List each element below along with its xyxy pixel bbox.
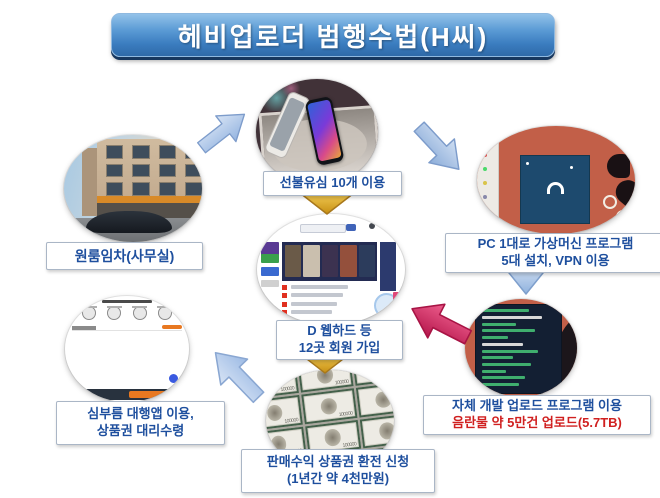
note-denomination: 100000 (389, 372, 394, 380)
arrow-giftcard-to-errand-icon (214, 351, 265, 404)
parked-car (86, 210, 172, 234)
note-denomination: 100000 (280, 385, 295, 394)
event-banner (393, 291, 404, 309)
arch-glyph (546, 182, 564, 195)
errand-label: 심부름 대행앱 이용, 상품권 대리수령 (56, 401, 225, 445)
user-icon (369, 222, 376, 229)
office-label: 원룸임차(사무실) (46, 242, 203, 270)
upload-label-line2: 음란물 약 5만건 업로드(5.7TB) (452, 415, 622, 430)
webhard-site-screenshot (257, 214, 405, 325)
upload-label: 자체 개발 업로드 프로그램 이용 음란물 약 5만건 업로드(5.7TB) (423, 395, 651, 435)
right-banner (379, 241, 397, 291)
note-denomination: 100000 (338, 409, 353, 418)
errand-label-line1: 심부름 대행앱 이용, (87, 406, 194, 422)
upload-label-line1: 자체 개발 업로드 프로그램 이용 (452, 398, 622, 414)
browser-sidebar (477, 126, 499, 234)
office-label-text: 원룸임차(사무실) (74, 247, 175, 264)
note-denomination: 100000 (342, 440, 357, 449)
webhard-label-line1: D 웹하드 등 (307, 323, 372, 339)
sim-label: 선불유심 10개 이용 (263, 171, 402, 196)
giftcard-label-line2: (1년간 약 4천만원) (286, 471, 390, 486)
arrow-sim-to-vm-icon (413, 121, 460, 170)
page-title: 헤비업로더 범행수법(H씨) (111, 13, 555, 57)
giftcard-label-line1: 판매수익 상품권 환전 신청 (266, 454, 410, 470)
upload-program-terminal-screenshot (465, 299, 577, 397)
errand-app-screenshot (65, 296, 189, 402)
note-denomination: 100000 (334, 378, 350, 387)
chat-button (169, 374, 179, 384)
note-denomination: 100000 (284, 416, 299, 425)
search-button (345, 223, 357, 231)
building-facade (97, 139, 202, 217)
note-denomination: 100000 (393, 403, 394, 411)
awning (97, 195, 202, 204)
errand-label-line2: 상품권 대리수령 (96, 423, 185, 438)
left-banners (261, 241, 280, 291)
terminal-window (475, 303, 563, 395)
dark-shape (606, 154, 631, 178)
ring-glyph (616, 210, 631, 225)
sim-label-text: 선불유심 10개 이용 (279, 175, 386, 191)
virtual-machine-screenshot (477, 126, 635, 234)
bottom-action-bar (65, 389, 189, 400)
arrow-office-to-sim-icon (196, 113, 246, 154)
content-list (282, 285, 374, 318)
app-title (102, 300, 152, 304)
office-building-photo (64, 135, 202, 242)
arrow-upload-to-webhard-icon (411, 303, 473, 345)
search-input (299, 223, 347, 233)
vm-label: PC 1대로 가상머신 프로그램 5대 설치, VPN 이용 (445, 233, 660, 273)
section-header (72, 324, 182, 331)
app-icon-row (80, 305, 174, 323)
ring-glyph (603, 195, 618, 210)
webhard-label: D 웹하드 등 12곳 회원 가입 (276, 320, 403, 360)
vm-label-line2: 5대 설치, VPN 이용 (501, 253, 610, 268)
webhard-label-line2: 12곳 회원 가입 (298, 340, 381, 355)
giftcard-label: 판매수익 상품권 환전 신청 (1년간 약 4천만원) (241, 449, 435, 493)
building-side (81, 147, 98, 217)
vm-label-line1: PC 1대로 가상머신 프로그램 (477, 236, 634, 252)
poster-banner (282, 241, 377, 281)
prepaid-sim-phones-photo (256, 79, 378, 185)
